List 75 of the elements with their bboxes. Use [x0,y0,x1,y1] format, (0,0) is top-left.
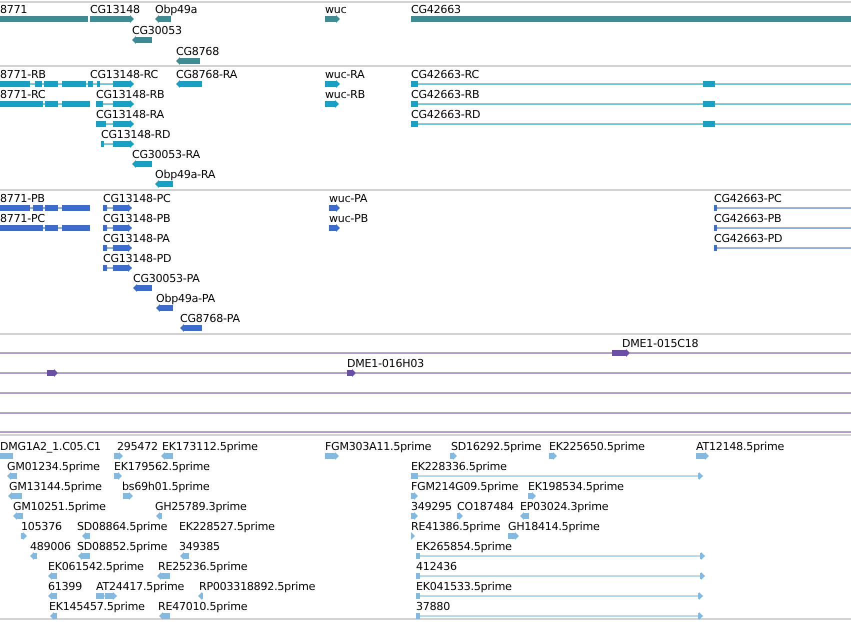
feature-label: GM01234.5prime [7,460,100,473]
feature-label: CG13148-RB [96,88,164,101]
feature-label: 105376 [21,520,62,533]
feature-label: 8771-RB [0,68,46,81]
feature-label: wuc-PA [329,192,368,205]
feature-label: RE41386.5prime [411,520,500,533]
feature-label: 8771-PB [0,192,45,205]
feature-label: DMG1A2_1.C05.C1 [0,440,101,453]
feature-label: CO187484 [457,500,514,513]
feature-label: EK145457.5prime [49,600,145,613]
feature-label: Obp49a [155,3,198,16]
feature-label: GH18414.5prime [508,520,600,533]
feature-label: 61399 [48,580,82,593]
feature-label: CG13148-PB [103,212,170,225]
feature-label: RP003318892.5prime [199,580,316,593]
feature-label: CG8768-RA [176,68,238,81]
feature-label: CG42663-RD [411,108,480,121]
feature-label: CG42663-RC [411,68,479,81]
feature-label: AT12148.5prime [696,440,784,453]
feature-label: CG13148-RA [96,108,164,121]
feature-label: EK228527.5prime [179,520,275,533]
feature-label: EK265854.5prime [416,540,512,553]
feature-label: CG42663-PD [714,232,782,245]
feature-label: EK179562.5prime [114,460,210,473]
feature-label: CG8768 [176,45,219,58]
feature-label: 295472 [117,440,158,453]
feature-label: CG42663-PB [714,212,782,225]
feature-label: wuc-RB [325,88,365,101]
feature-label: Obp49a-RA [155,168,216,181]
feature-label: SD08852.5prime [77,540,168,553]
feature-label: GM10251.5prime [13,500,106,513]
feature-label: wuc-PB [329,212,368,225]
feature-label: FGM303A11.5prime [325,440,432,453]
feature-label: FGM214G09.5prime [411,480,518,493]
feature-label: EK225650.5prime [549,440,645,453]
feature-label: CG8768-PA [180,312,240,325]
feature-label: CG30053 [132,24,182,37]
feature-label: CG42663 [411,3,461,16]
feature-label: 37880 [416,600,450,613]
feature-label: CG30053-RA [132,148,200,161]
feature-label: AT24417.5prime [96,580,184,593]
feature-label: EK061542.5prime [48,560,144,573]
feature-label: 8771-RC [0,88,46,101]
feature-label: 8771 [0,3,28,16]
feature-label: bs69h01.5prime [122,480,210,493]
feature-label: CG13148 [90,3,140,16]
feature-label: EK041533.5prime [416,580,512,593]
feature-label: SD08864.5prime [77,520,168,533]
feature-label: CG13148-RD [101,128,170,141]
feature-label: 349385 [179,540,220,553]
feature-label: CG30053-PA [133,272,200,285]
feature-label: CG42663-RB [411,88,480,101]
feature-label: wuc [325,3,346,16]
feature-label: 412436 [416,560,457,573]
feature-label: Obp49a-PA [156,292,215,305]
feature-label: DME1-016H03 [347,357,424,370]
feature-label: CG42663-PC [714,192,782,205]
feature-label: RE47010.5prime [158,600,248,613]
feature-label: GH25789.3prime [155,500,247,513]
feature-label: CG13148-PD [103,252,172,265]
feature-label: EP03024.3prime [520,500,608,513]
feature-label: EK228336.5prime [411,460,507,473]
feature-label: GM13144.5prime [9,480,102,493]
feature-label: 489006 [30,540,71,553]
feature-label: 8771-PC [0,212,45,225]
feature-label: CG13148-RC [90,68,158,81]
feature-label: RE25236.5prime [158,560,248,573]
feature-label: 349295 [411,500,452,513]
feature-label: EK198534.5prime [528,480,624,493]
feature-label: CG13148-PC [103,192,170,205]
feature-label: SD16292.5prime [451,440,542,453]
feature-label: DME1-015C18 [622,337,698,350]
feature-label: EK173112.5prime [162,440,258,453]
feature-label: wuc-RA [325,68,365,81]
feature-label: CG13148-PA [103,232,170,245]
